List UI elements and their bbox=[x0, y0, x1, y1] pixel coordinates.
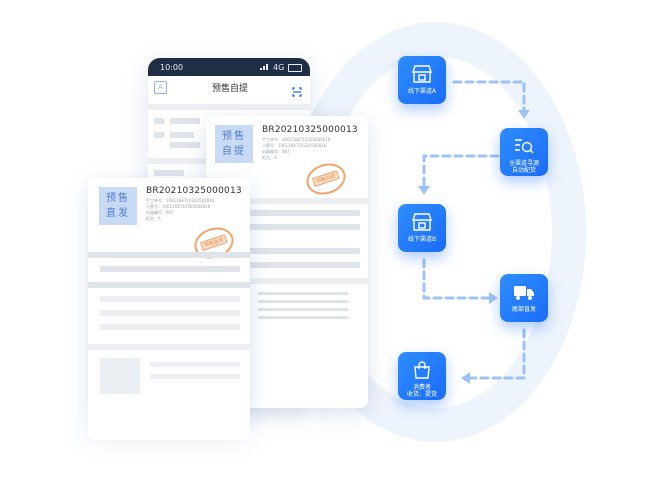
meta-line-1: 手工单号：1001168710320500016 bbox=[146, 198, 215, 203]
connector-tail-to-consumer bbox=[466, 328, 526, 380]
arrow-right-1 bbox=[489, 292, 498, 304]
network-label: 4G bbox=[273, 63, 285, 72]
battery-icon bbox=[288, 64, 302, 72]
connector-a-to-source bbox=[452, 80, 526, 114]
meta-line-4: 柜台：A bbox=[146, 216, 161, 221]
meta-line-1: 手工单号：1001168710320500016 bbox=[262, 137, 331, 142]
store-badge[interactable]: A bbox=[154, 81, 167, 94]
card-tag-line1: 预售 bbox=[106, 193, 130, 204]
meta-line-2: 小票号：1001168710320500016 bbox=[262, 143, 327, 148]
node-label-line1: 消费者 bbox=[412, 384, 431, 391]
order-meta: 手工单号：1001168710320500016 小票号：10011687103… bbox=[146, 198, 214, 222]
search-list-icon bbox=[515, 139, 534, 154]
shopping-bag-icon bbox=[414, 361, 430, 379]
connector-b-to-tail bbox=[422, 258, 492, 300]
meta-line-4: 柜台：A bbox=[262, 155, 277, 160]
order-id: BR20210325000013 bbox=[146, 186, 242, 196]
connector-source-to-b bbox=[422, 154, 500, 190]
card-tag: 预售 直发 bbox=[99, 187, 137, 225]
arrow-down-2 bbox=[418, 186, 430, 195]
node-label-line2: 收货、提货 bbox=[406, 391, 437, 398]
flow-node-offline-b[interactable]: 线下渠道B bbox=[398, 204, 446, 252]
card-tag-line2: 自提 bbox=[222, 146, 246, 157]
arrow-left-1 bbox=[461, 372, 470, 384]
phone-title-bar: A 预售自提 bbox=[148, 76, 310, 98]
store-icon bbox=[412, 213, 432, 231]
arrow-down-1 bbox=[518, 110, 530, 119]
truck-icon bbox=[514, 286, 534, 300]
flow-node-consumer[interactable]: 消费者 收货、提货 bbox=[398, 352, 446, 400]
stamp-text: 预售自提 bbox=[312, 170, 340, 187]
meta-line-3: 机器编号：987 bbox=[262, 149, 290, 154]
card-tag-line1: 预售 bbox=[222, 131, 246, 142]
node-label-line2: 自动配货 bbox=[511, 167, 536, 174]
order-stamp: 预售自提 bbox=[302, 158, 350, 200]
card-tag-line2: 直发 bbox=[106, 208, 130, 219]
flow-node-tail-direct[interactable]: 尾部直发 bbox=[500, 274, 548, 322]
meta-line-3: 机器编号：987 bbox=[146, 210, 174, 215]
node-label: 线下渠道B bbox=[407, 236, 437, 243]
flow-node-omnichannel[interactable]: 全渠道寻源 自动配货 bbox=[500, 128, 548, 176]
flow-node-offline-a[interactable]: 线下渠道A bbox=[398, 56, 446, 104]
node-label-line1: 全渠道寻源 bbox=[508, 160, 539, 167]
order-id: BR20210325000013 bbox=[262, 125, 358, 135]
store-icon bbox=[412, 65, 432, 83]
meta-line-2: 小票号：1001168710320500016 bbox=[146, 204, 211, 209]
node-label: 线下渠道A bbox=[407, 88, 437, 95]
node-label: 尾部直发 bbox=[511, 306, 536, 313]
order-meta: 手工单号：1001168710320500016 小票号：10011687103… bbox=[262, 137, 330, 161]
page-title: 预售自提 bbox=[212, 84, 249, 94]
card-tag: 预售 自提 bbox=[215, 125, 253, 163]
stamp-text: 预售直发 bbox=[200, 234, 228, 251]
status-time: 10:00 bbox=[160, 63, 184, 72]
scan-icon[interactable] bbox=[292, 82, 302, 101]
signal-icon bbox=[260, 63, 270, 72]
